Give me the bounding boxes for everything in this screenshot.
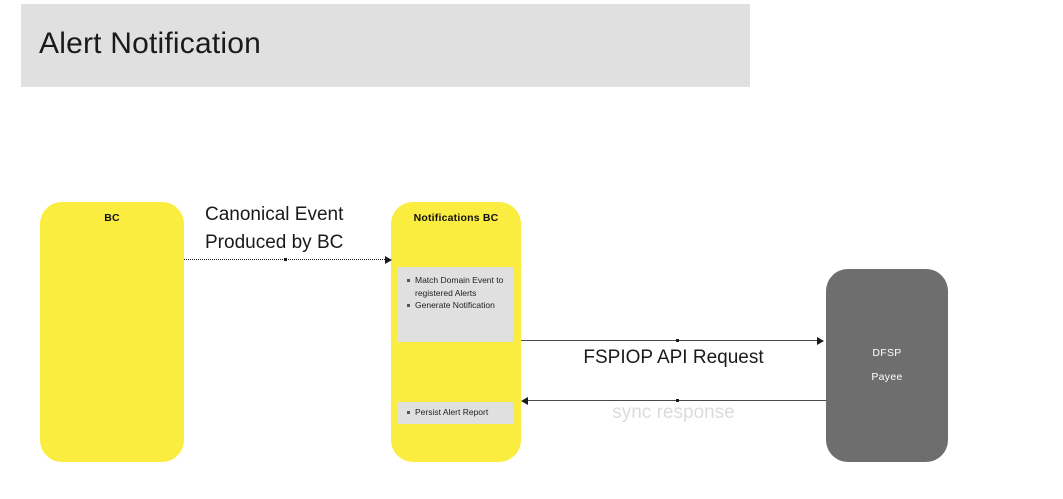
connector-canonical-event-label-line1: Canonical Event — [205, 204, 344, 225]
connector-sync-response-midpoint — [676, 398, 679, 402]
node-dfsp-subtitle: Payee — [871, 371, 903, 383]
arrow-head-left-icon — [521, 396, 528, 405]
activity-persist-list: Persist Alert Report — [401, 406, 507, 419]
page-title: Alert Notification — [39, 27, 262, 60]
connector-fspiop-request-label: FSPIOP API Request — [583, 347, 764, 368]
node-bc-title: BC — [104, 212, 120, 224]
arrow-head-right-icon — [817, 336, 824, 345]
node-bc[interactable]: BC — [40, 202, 184, 462]
connector-fspiop-request-midpoint — [676, 338, 679, 342]
node-notifications-bc-title: Notifications BC — [413, 212, 499, 224]
connector-canonical-event-midpoint — [284, 257, 287, 261]
activity-persist-alert-report: Persist Alert Report — [397, 402, 513, 424]
activity-match-list: Match Domain Event to registered Alerts … — [401, 274, 507, 312]
arrow-head-right-icon — [385, 255, 392, 264]
list-item: Persist Alert Report — [407, 406, 507, 419]
connector-canonical-event-label: Canonical Event Produced by BC — [205, 201, 385, 257]
list-item: Generate Notification — [407, 299, 507, 312]
title-banner — [21, 4, 750, 87]
node-dfsp-payee[interactable]: DFSP Payee — [826, 269, 948, 462]
connector-fspiop-request-line — [521, 340, 819, 341]
list-item: Match Domain Event to registered Alerts — [407, 274, 507, 299]
node-dfsp-title: DFSP — [872, 347, 902, 359]
activity-match-and-generate: Match Domain Event to registered Alerts … — [397, 267, 513, 342]
connector-sync-response-label: sync response — [612, 402, 735, 423]
connector-canonical-event-label-line2: Produced by BC — [205, 232, 344, 253]
